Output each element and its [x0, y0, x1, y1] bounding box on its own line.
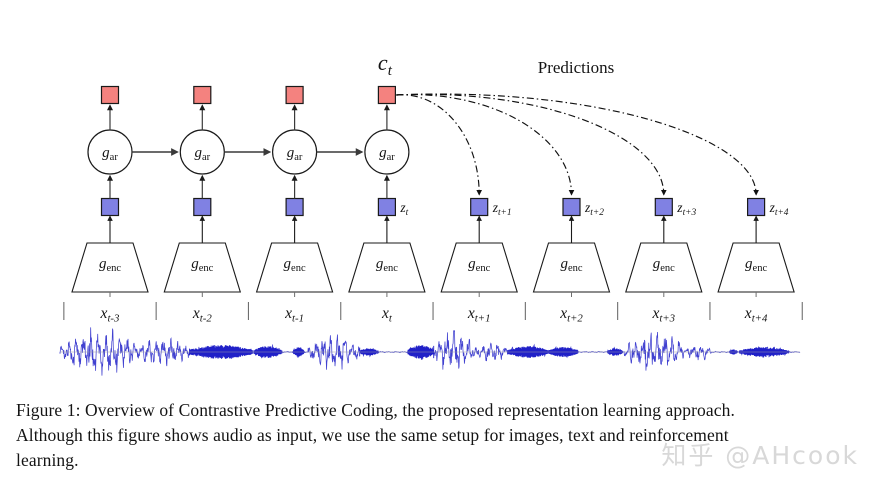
x-label-t+2: xt+2 — [559, 305, 583, 324]
x-label-t+3: xt+3 — [652, 305, 676, 324]
encoder-label: genc — [560, 256, 582, 274]
encoder-to-latent-arrows — [107, 215, 759, 243]
prediction-arc-t+1 — [396, 94, 483, 196]
x-label-t-3: xt-3 — [100, 305, 120, 324]
latent-square-t+1 — [470, 197, 489, 217]
context-square-t-3 — [100, 85, 120, 105]
caption-line-3: learning. — [16, 450, 79, 470]
ar-label: gar — [379, 145, 395, 163]
encoder-t-2: genc — [163, 242, 242, 297]
z-label-t+1: zt+1 — [492, 200, 512, 218]
z-label-t+2: zt+2 — [584, 200, 604, 218]
encoder-label: genc — [468, 256, 490, 274]
encoder-trapezoid — [440, 242, 518, 293]
encoder-trapezoid — [348, 242, 426, 293]
encoder-trapezoid — [163, 242, 242, 293]
context-square-t — [377, 85, 396, 105]
figure-caption: Figure 1: Overview of Contrastive Predic… — [16, 398, 861, 473]
encoder-row: genc genc genc genc genc genc genc genc — [71, 242, 795, 297]
segment-ticks — [63, 302, 803, 320]
encoder-t: genc — [348, 242, 426, 297]
z-label-t+3: zt+3 — [676, 200, 696, 218]
x-label-t-1: xt-1 — [284, 305, 304, 324]
prediction-arc-t+4 — [396, 93, 759, 196]
z-label-t+4: zt+4 — [769, 200, 789, 218]
x-label-t-2: xt-2 — [192, 305, 212, 324]
ar-label: gar — [194, 145, 210, 163]
encoder-label: genc — [191, 256, 213, 274]
prediction-arc-t+3 — [396, 93, 667, 196]
caption-line-2: Although this figure shows audio as inpu… — [16, 425, 729, 445]
audio-waveform — [59, 327, 801, 376]
latent-square-t-3 — [100, 197, 120, 217]
ar-label: gar — [287, 145, 303, 163]
encoder-label: genc — [99, 256, 121, 274]
latent-square-t+4 — [746, 197, 766, 217]
context-square-t-2 — [193, 85, 212, 105]
z-label-t: zt — [399, 200, 408, 218]
encoder-label: genc — [653, 256, 675, 274]
encoder-trapezoid — [71, 242, 149, 293]
latent-row — [100, 197, 766, 217]
latent-square-t+3 — [654, 197, 673, 217]
encoder-trapezoid — [717, 242, 795, 293]
encoder-trapezoid — [625, 242, 703, 293]
context-row — [100, 85, 396, 105]
encoder-t+2: genc — [532, 242, 611, 297]
x-label-t: xt — [381, 305, 393, 324]
encoder-t+3: genc — [625, 242, 703, 297]
context-vector-label: ct — [378, 50, 393, 79]
x-label-t+4: xt+4 — [744, 305, 768, 324]
watermark: 知乎 @AHcook — [661, 441, 859, 470]
ar-label: gar — [102, 145, 118, 163]
autoregressive-row: gar gar gar gar — [87, 104, 410, 199]
encoder-trapezoid — [255, 242, 334, 293]
context-square-t-1 — [285, 85, 304, 105]
latent-square-t — [377, 197, 396, 217]
prediction-arc-t+2 — [396, 94, 575, 196]
encoder-t-3: genc — [71, 242, 149, 297]
encoder-trapezoid — [532, 242, 611, 293]
diagram-labels: xt-3 xt-2 xt-1 xt xt+1 xt+2 xt+3 xt+4 zt zt+1 zt+2… — [100, 50, 789, 324]
latent-square-t-1 — [285, 197, 304, 217]
latent-square-t+2 — [562, 197, 581, 217]
encoder-t+1: genc — [440, 242, 518, 297]
x-label-t+1: xt+1 — [467, 305, 491, 324]
encoder-label: genc — [284, 256, 306, 274]
encoder-label: genc — [376, 256, 398, 274]
latent-square-t-2 — [193, 197, 212, 217]
prediction-arcs — [396, 93, 759, 196]
encoder-t-1: genc — [255, 242, 334, 297]
caption-line-1: Figure 1: Overview of Contrastive Predic… — [16, 400, 735, 420]
predictions-label: Predictions — [538, 58, 615, 77]
encoder-label: genc — [745, 256, 767, 274]
encoder-t+4: genc — [717, 242, 795, 297]
